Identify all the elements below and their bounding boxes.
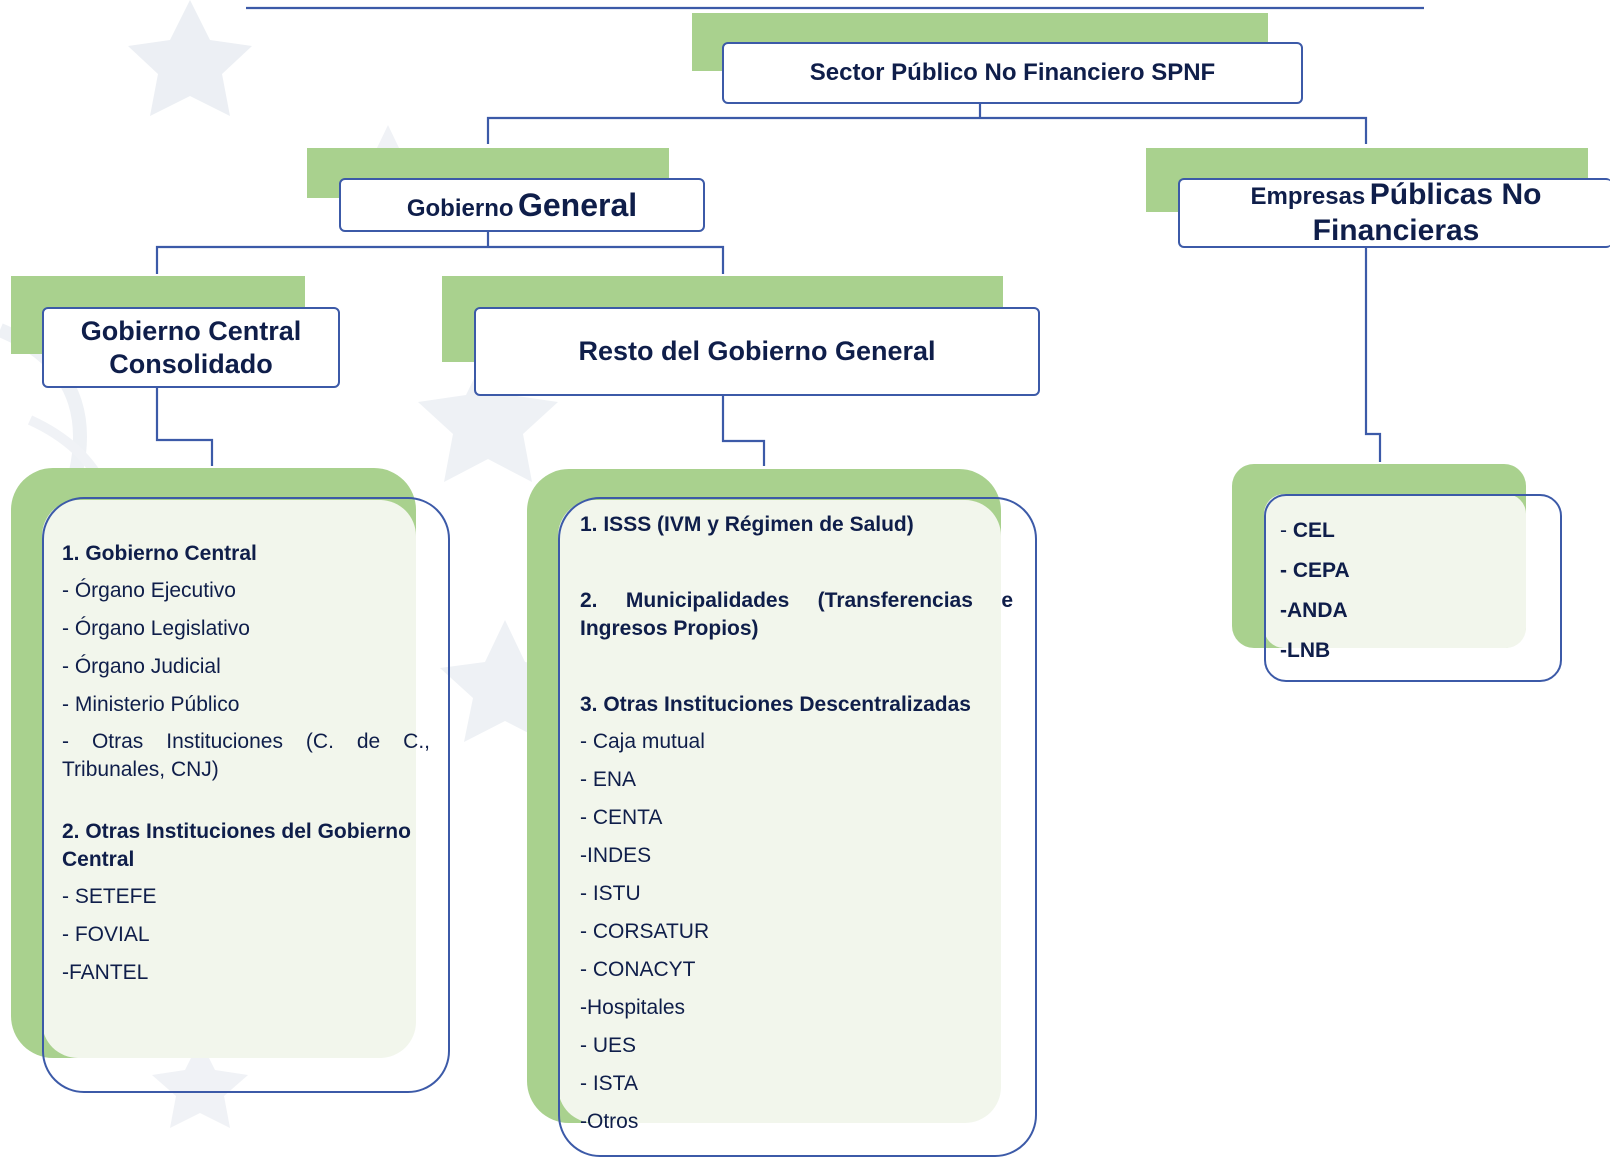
connector-resto-panel [721, 396, 766, 466]
emp-label-small: Empresas [1250, 183, 1366, 210]
list-item: - CEPA [1280, 559, 1350, 582]
watermark-star [418, 350, 558, 482]
node-empresas-publicas: Empresas Públicas No Financieras [1178, 178, 1610, 248]
panel-gobierno-central [42, 497, 450, 1093]
node-empresas-label: Empresas Públicas No Financieras [1180, 177, 1610, 249]
central-heading-1: 1. Gobierno Central [62, 542, 257, 565]
list-item: -Hospitales [580, 996, 686, 1019]
list-item: - UES [580, 1034, 637, 1057]
list-item: -INDES [580, 844, 652, 867]
list-item: - CONACYT [580, 958, 696, 981]
gg-label-large: General [517, 186, 638, 223]
node-gobierno-general: Gobierno General [339, 178, 705, 232]
list-item: - Órgano Ejecutivo [62, 579, 236, 602]
item-prefix: - [1280, 519, 1293, 542]
spacer [580, 539, 1013, 587]
list-item: - CENTA [580, 806, 663, 829]
list-item: - SETEFE [62, 885, 157, 908]
list-item: - Órgano Legislativo [62, 617, 250, 640]
list-item: -ANDA [1280, 599, 1348, 622]
spacer [62, 784, 430, 818]
list-item: -FANTEL [62, 961, 149, 984]
list-item: - CORSATUR [580, 920, 710, 943]
list-item: - Otras Instituciones (C. de C., Tribuna… [62, 730, 430, 781]
list-item: - Caja mutual [580, 730, 705, 753]
emp-label-large: Públicas No Financieras [1312, 178, 1542, 247]
connector-gg-children [155, 245, 725, 274]
list-item: - ISTU [580, 882, 641, 905]
item-name: CEL [1292, 519, 1335, 542]
connector-root-children [486, 116, 1368, 144]
resto-heading-2: 2. Municipalidades (Transferencias e Ing… [580, 589, 1013, 640]
panel-empresas-content: - CEL - CEPA -ANDA -LNB [1280, 511, 1540, 671]
panel-empresas-fill [1264, 494, 1526, 648]
panel-resto-fill [558, 500, 1001, 1123]
gg-label-small: Gobierno [406, 194, 514, 222]
panel-empresas [1264, 494, 1562, 682]
list-item: -LNB [1280, 639, 1331, 662]
resto-heading-3: 3. Otras Instituciones Descentralizadas [580, 693, 971, 716]
watermark-star [128, 0, 252, 116]
node-gobierno-general-label: Gobierno General [407, 186, 637, 224]
panel-resto-content: 1. ISSS (IVM y Régimen de Salud) 2. Muni… [580, 511, 1013, 1141]
node-gobierno-central-label: Gobierno Central Consolidado [80, 316, 302, 379]
spacer [580, 643, 1013, 691]
list-item: - FOVIAL [62, 923, 150, 946]
list-item: - Ministerio Público [62, 693, 240, 716]
list-item: - CEL [1280, 511, 1540, 551]
list-item: -Otros [580, 1110, 639, 1133]
connector-empresas-panel [1364, 248, 1382, 462]
node-sector-publico-label: Sector Público No Financiero SPNF [809, 58, 1216, 86]
node-resto-label: Resto del Gobierno General [578, 336, 936, 367]
node-resto-gobierno: Resto del Gobierno General [474, 307, 1040, 396]
connector-central-panel [155, 388, 214, 466]
list-item: - ENA [580, 768, 637, 791]
central-heading-2: 2. Otras Instituciones del Gobierno Cent… [62, 820, 411, 871]
watermark-star [152, 1040, 248, 1128]
node-sector-publico: Sector Público No Financiero SPNF [722, 42, 1303, 104]
list-item: - Órgano Judicial [62, 655, 221, 678]
resto-heading-1: 1. ISSS (IVM y Régimen de Salud) [580, 513, 914, 536]
panel-gobierno-central-content: 1. Gobierno Central - Órgano Ejecutivo -… [62, 540, 430, 992]
list-item: - ISTA [580, 1072, 638, 1095]
panel-central-fill [42, 500, 416, 1058]
node-gobierno-central: Gobierno Central Consolidado [42, 307, 340, 388]
